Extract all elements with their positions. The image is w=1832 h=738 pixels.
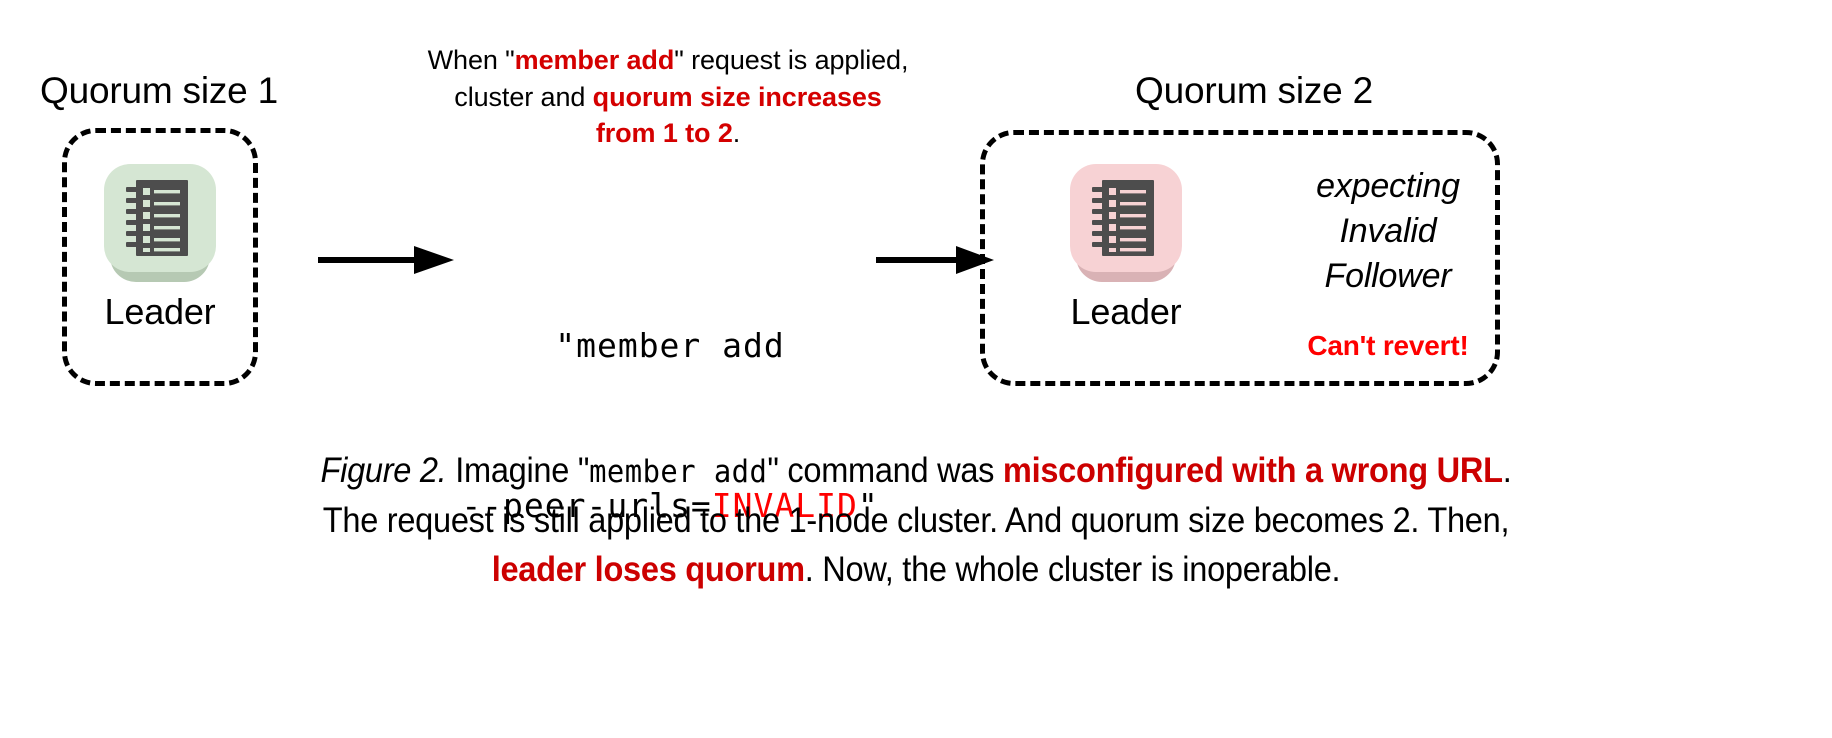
right-node-label: Leader: [1070, 291, 1182, 332]
caption-leader-loses-quorum-highlight: leader loses quorum: [491, 550, 805, 590]
caption-line-3: leader loses quorum. Now, the whole clus…: [491, 550, 1341, 590]
annotation-line-3: from 1 to 2.: [595, 118, 741, 149]
annotation-quorum-increase: quorum size increases: [592, 81, 882, 112]
annotation-from-1-to-2: from 1 to 2: [595, 118, 733, 149]
figure-caption: Figure 2. Imagine "member add" command w…: [64, 446, 1768, 595]
left-cluster-box: [62, 128, 258, 386]
caption-misconfigured-highlight: misconfigured with a wrong URL: [1002, 451, 1503, 490]
arrow-right-1: [318, 240, 458, 285]
right-cluster-node: Leader: [1070, 164, 1182, 330]
note-line-3: Follower: [1324, 257, 1452, 296]
command-invalid-token: INVALID: [711, 486, 858, 526]
annotation-line-2: cluster and quorum size increases: [454, 81, 882, 112]
annotation-line-1: When "member add" request is applied,: [427, 45, 909, 75]
notebook-icon: [104, 164, 216, 282]
caption-figure-number: Figure 2.: [320, 451, 447, 490]
notebook-icon: [1070, 164, 1182, 282]
caption-line-1: Figure 2. Imagine "member add" command w…: [320, 451, 1512, 490]
cant-revert-warning: Can't revert!: [1307, 330, 1469, 361]
right-cluster-title: Quorum size 2: [1135, 70, 1373, 111]
command-line-1: "member add: [555, 325, 785, 365]
note-line-1: expecting: [1316, 167, 1460, 205]
note-line-2: Invalid: [1339, 212, 1437, 251]
command-text: "member add --peer-urls=INVALID": [400, 212, 940, 640]
expecting-invalid-follower-note: expecting Invalid Follower: [1258, 164, 1518, 300]
arrow-right-2: [876, 240, 998, 285]
left-node-label: Leader: [104, 291, 216, 332]
right-cluster-box: [980, 130, 1500, 386]
command-line-2: --peer-urls=INVALID": [461, 486, 879, 526]
caption-line-2: The request is still applied to the 1-no…: [322, 500, 1510, 540]
caption-member-add-code: member add: [589, 454, 768, 490]
annotation-member-add: member add: [514, 45, 675, 75]
annotation-text: When "member add" request is applied, cl…: [358, 42, 978, 152]
left-cluster-title: Quorum size 1: [40, 70, 278, 111]
left-cluster-node: Leader: [104, 164, 216, 330]
